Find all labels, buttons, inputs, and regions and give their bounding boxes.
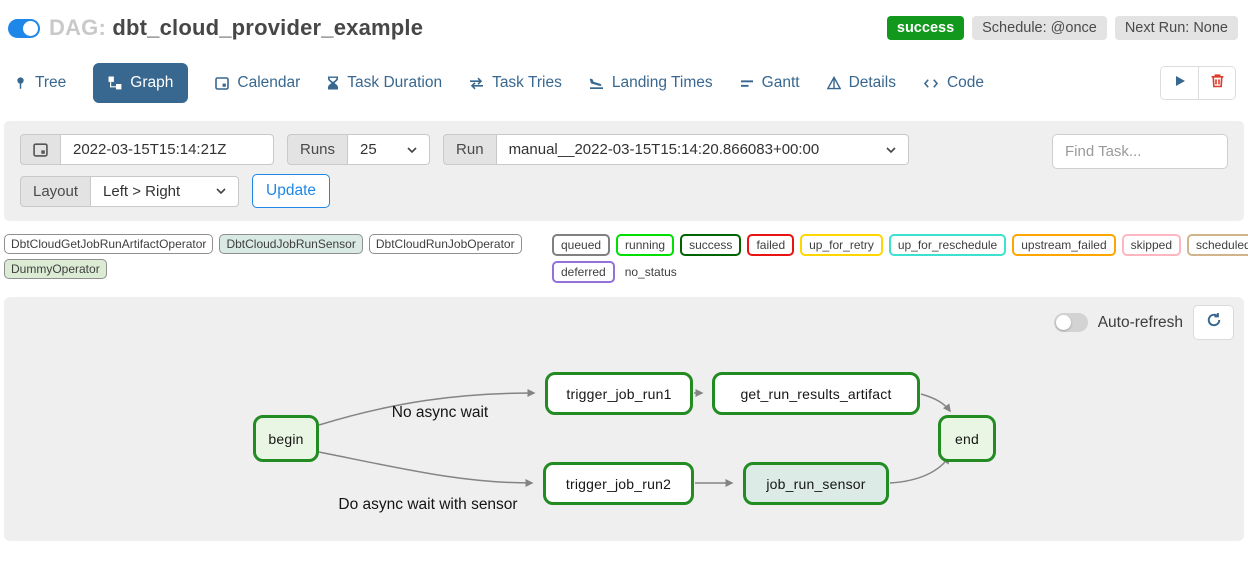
- details-triangle-icon: [826, 76, 841, 90]
- dag-header: DAG: dbt_cloud_provider_example success …: [0, 0, 1248, 41]
- code-icon: [923, 77, 939, 90]
- graph-panel: Auto-refresh begin trigger_job_run1 get_ru…: [4, 297, 1244, 541]
- tab-label: Calendar: [237, 74, 301, 91]
- chevron-down-icon: [885, 146, 896, 153]
- operator-badge-DbtCloudRunJobOperator[interactable]: DbtCloudRunJobOperator: [368, 234, 522, 254]
- dag-pause-toggle[interactable]: [8, 18, 40, 38]
- calendar-icon: [215, 76, 230, 90]
- refresh-icon: [1206, 312, 1222, 333]
- node-end[interactable]: end: [938, 415, 996, 462]
- filter-panel: Runs 25 Run manual__2022-03-15T15:14:20.…: [4, 121, 1244, 221]
- edge-begin-trigger_job_run1: [318, 389, 536, 426]
- dag-actions-group: [1160, 66, 1236, 100]
- layout-select[interactable]: Left > Right: [91, 175, 240, 207]
- tab-task-tries[interactable]: Task Tries: [469, 74, 562, 92]
- next-run-badge: Next Run: None: [1114, 16, 1238, 40]
- chevron-down-icon: [216, 188, 226, 194]
- tab-label: Landing Times: [611, 74, 713, 91]
- run-select[interactable]: manual__2022-03-15T15:14:20.866083+00:00: [496, 134, 909, 165]
- graph-icon: [108, 76, 122, 90]
- edge-label: Do async wait with sensor: [338, 496, 518, 513]
- operator-badge-DummyOperator[interactable]: DummyOperator: [4, 259, 107, 279]
- status-badge-success[interactable]: success: [680, 234, 742, 256]
- tab-label: Graph: [130, 74, 174, 91]
- gantt-icon: [740, 77, 754, 90]
- tab-task-duration[interactable]: Task Duration: [327, 74, 442, 92]
- tree-icon: [14, 76, 27, 90]
- tab-details[interactable]: Details: [826, 74, 896, 92]
- status-badge-scheduled[interactable]: scheduled: [1187, 234, 1248, 256]
- status-badge-queued[interactable]: queued: [552, 234, 611, 256]
- status-badge-upstream_failed[interactable]: upstream_failed: [1012, 234, 1116, 256]
- edge-label: No async wait: [391, 404, 489, 421]
- play-icon: [1173, 74, 1187, 93]
- status-badge-running[interactable]: running: [616, 234, 675, 256]
- tab-label: Code: [946, 74, 985, 91]
- tab-label: Gantt: [761, 74, 800, 91]
- operator-badge-DbtCloudGetJobRunArtifactOperator[interactable]: DbtCloudGetJobRunArtifactOperator: [4, 234, 214, 254]
- dag-name: dbt_cloud_provider_example: [112, 15, 424, 40]
- node-trigger_job_run2[interactable]: trigger_job_run2: [543, 462, 694, 505]
- auto-refresh-toggle[interactable]: [1053, 313, 1088, 332]
- tab-code[interactable]: Code: [923, 74, 984, 92]
- status-badge-up_for_retry[interactable]: up_for_retry: [800, 234, 883, 256]
- dag-title-prefix: DAG:: [49, 15, 107, 40]
- delete-dag-button[interactable]: [1198, 67, 1235, 99]
- tab-label: Task Tries: [492, 74, 562, 91]
- operator-badge-DbtCloudJobRunSensor[interactable]: DbtCloudJobRunSensor: [219, 234, 363, 254]
- runs-label: Runs: [287, 134, 349, 165]
- edge-begin-trigger_job_run2: [318, 451, 534, 487]
- status-badge-failed[interactable]: failed: [747, 234, 795, 256]
- tab-label: Tree: [35, 74, 67, 91]
- run-label: Run: [443, 134, 497, 165]
- node-job_run_sensor[interactable]: job_run_sensor: [743, 462, 889, 505]
- runs-select[interactable]: 25: [348, 134, 431, 165]
- find-task-input[interactable]: [1052, 134, 1228, 169]
- tab-graph[interactable]: Graph: [93, 63, 189, 103]
- status-badge-skipped[interactable]: skipped: [1121, 234, 1181, 256]
- schedule-badge: Schedule: @once: [972, 16, 1107, 40]
- trash-icon: [1210, 73, 1225, 93]
- tab-label: Task Duration: [347, 74, 443, 91]
- status-badge-up_for_reschedule[interactable]: up_for_reschedule: [888, 234, 1007, 256]
- dag-edges: [318, 389, 951, 487]
- status-badge-no_status: no_status: [620, 263, 684, 281]
- calendar-addon-icon: [20, 134, 61, 165]
- tab-landing-times[interactable]: Landing Times: [589, 74, 713, 92]
- chevron-down-icon: [407, 146, 417, 153]
- node-begin[interactable]: begin: [253, 415, 319, 462]
- page-title: DAG: dbt_cloud_provider_example: [49, 15, 423, 41]
- tab-tree[interactable]: Tree: [14, 74, 66, 92]
- repeat-icon: [469, 77, 484, 90]
- status-badge-deferred[interactable]: deferred: [552, 261, 615, 283]
- view-tabbar: Tree Graph Calendar Task Duration Task Tries…: [0, 61, 1248, 105]
- tab-gantt[interactable]: Gantt: [740, 74, 800, 92]
- edge-job_run_sensor-end: [889, 455, 950, 484]
- dag-status-badge: success: [886, 16, 965, 40]
- base-date-input[interactable]: [61, 134, 274, 165]
- trigger-dag-button[interactable]: [1161, 67, 1198, 99]
- auto-refresh-label: Auto-refresh: [1097, 313, 1183, 331]
- tab-label: Details: [848, 74, 896, 91]
- plane-landing-icon: [589, 76, 604, 90]
- tab-calendar[interactable]: Calendar: [215, 74, 300, 92]
- refresh-button[interactable]: [1193, 305, 1234, 340]
- update-button[interactable]: Update: [252, 174, 331, 208]
- edge-get_run_results_artifact-end: [920, 393, 951, 413]
- node-get_run_results_artifact[interactable]: get_run_results_artifact: [712, 372, 920, 415]
- hourglass-icon: [327, 76, 339, 90]
- node-trigger_job_run1[interactable]: trigger_job_run1: [545, 372, 693, 415]
- layout-label: Layout: [20, 175, 92, 207]
